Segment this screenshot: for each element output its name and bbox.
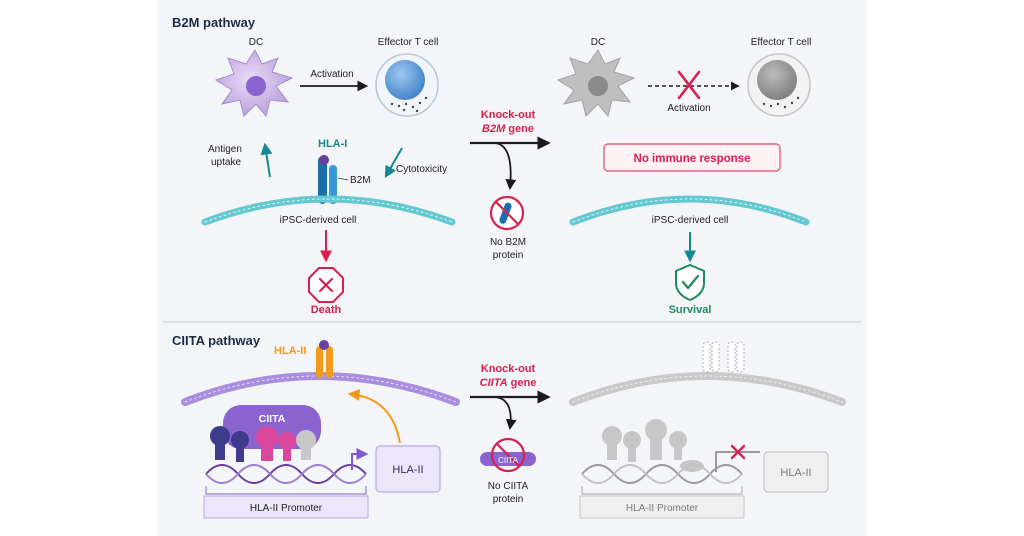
ciita-pathway-title: CIITA pathway: [172, 333, 261, 348]
ipsc-cell-label: iPSC-derived cell: [280, 215, 357, 226]
transcription-start-arrow: [351, 448, 369, 470]
hla-ii-gene-box: [375, 445, 441, 493]
no-ciita-protein-line2: protein: [493, 494, 524, 505]
b2m-knockout-line1: Knock-out: [481, 109, 536, 121]
right-promoter-bracket: [581, 486, 743, 495]
hla-ii-gene-label: HLA-II: [392, 464, 423, 476]
right-ipsc-cell-label: iPSC-derived cell: [652, 215, 729, 226]
blocked-x-icon: [677, 70, 701, 100]
no-immune-response-box: [603, 143, 781, 172]
inactive-t-cell-icon: [747, 53, 811, 117]
hla-i-b2m-receptor-icon: [318, 155, 337, 204]
dc-label: DC: [249, 37, 263, 48]
ciita-pill-label: CIITA: [498, 456, 519, 465]
right-effector-t-cell-label: Effector T cell: [751, 37, 812, 48]
right-ciita-membrane: [569, 372, 846, 406]
right-promoter-box: [579, 495, 745, 519]
no-ciita-protein-line1: No CIITA: [488, 481, 529, 492]
expression-arrow: [347, 388, 401, 444]
absent-hla-ii-receptor-icon: [702, 341, 745, 373]
right-hla-ii-gene-label: HLA-II: [780, 467, 811, 479]
blocked-transcription-x-icon: [730, 444, 746, 460]
no-immune-response-label: No immune response: [634, 153, 751, 165]
antigen-uptake-arrow: [260, 142, 273, 178]
no-ciita-protein-icon: [480, 437, 536, 473]
effector-t-cell-label: Effector T cell: [378, 37, 439, 48]
no-b2m-protein-line2: protein: [493, 250, 524, 261]
ciita-cell-membrane: [181, 372, 460, 406]
dna-helix: [205, 464, 367, 484]
b2m-knockout-branch-arrow: [494, 142, 517, 191]
ciita-knockout-branch-arrow: [494, 396, 517, 431]
promoter-box: [203, 495, 369, 519]
shield-check-icon: [675, 263, 705, 302]
inactive-dc-icon: [556, 49, 636, 118]
right-dc-label: DC: [591, 37, 605, 48]
promoter-label: HLA-II Promoter: [250, 503, 323, 514]
death-x-icon: [308, 267, 344, 303]
cytotoxicity-arrow: [384, 147, 403, 179]
death-label: Death: [311, 304, 342, 316]
ciita-knockout-gene-line: CIITA gene: [480, 377, 537, 389]
hla-ii-receptor-icon: [316, 340, 333, 378]
promoter-bracket: [205, 486, 367, 495]
activation-label: Activation: [310, 69, 353, 80]
b2m-leader-line: [337, 177, 349, 181]
b2m-knockout-gene-line: B2M gene: [482, 123, 534, 135]
hla-i-label: HLA-I: [318, 138, 347, 150]
antigen-uptake-label-1: Antigen: [208, 144, 242, 155]
right-dna-helix: [581, 464, 743, 484]
ciita-knockout-line1: Knock-out: [481, 363, 536, 375]
right-activation-label: Activation: [667, 103, 710, 114]
right-hla-ii-gene-box: [763, 451, 829, 493]
antigen-uptake-label-2: uptake: [211, 157, 241, 168]
inactive-transcription-factors-icon: [602, 419, 704, 472]
no-b2m-protein-line1: No B2M: [490, 237, 526, 248]
dendritic-cell-icon: [214, 48, 294, 118]
effector-t-cell-icon: [375, 53, 439, 117]
survival-label: Survival: [669, 304, 712, 316]
ciita-complex-label: CIITA: [259, 413, 286, 425]
b2m-pathway-title: B2M pathway: [172, 15, 256, 30]
cell-membrane: [201, 195, 456, 226]
b2m-label: B2M: [350, 175, 371, 186]
right-promoter-label: HLA-II Promoter: [626, 503, 699, 514]
right-cell-membrane: [569, 195, 810, 226]
blocked-transcription-line: [715, 451, 760, 472]
hla-ii-label: HLA-II: [274, 345, 306, 357]
no-b2m-protein-icon: [489, 195, 525, 231]
transcription-factors-icon: [210, 426, 316, 462]
cytotoxicity-label: Cytotoxicity: [396, 164, 447, 175]
